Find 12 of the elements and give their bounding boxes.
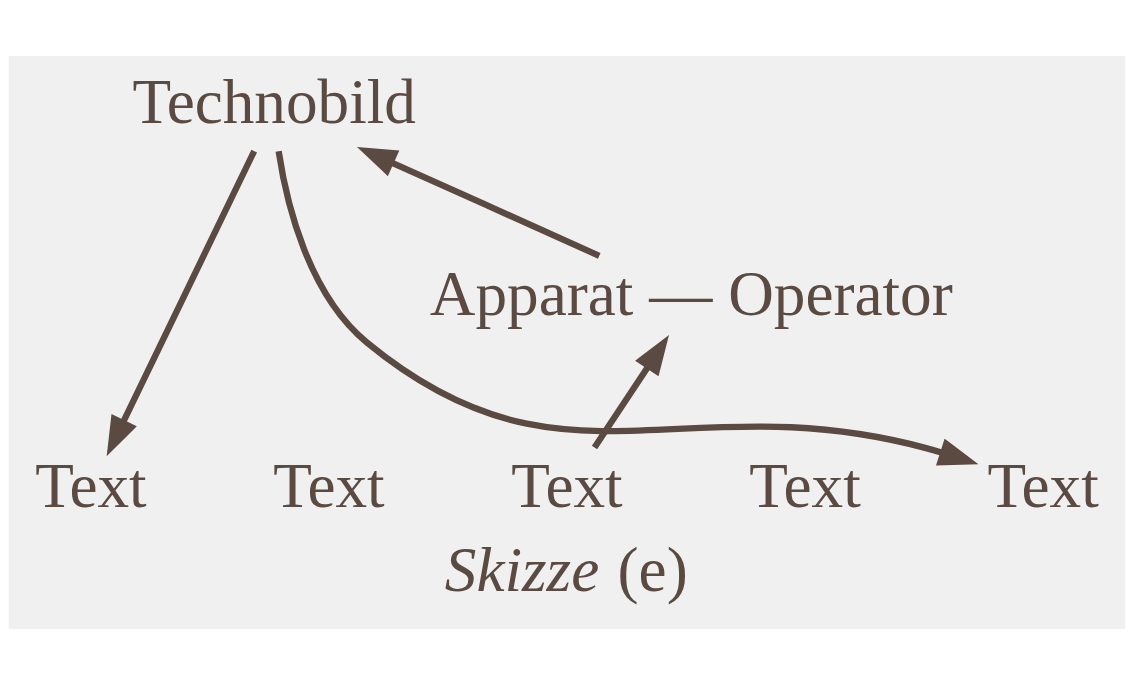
node-text: Apparat — Operator xyxy=(429,258,953,329)
node-text: Technobild xyxy=(132,66,416,137)
node-text: Text xyxy=(273,450,385,521)
arrow xyxy=(357,146,601,259)
arrow xyxy=(275,150,979,465)
node-text: Text xyxy=(749,450,861,521)
node-text: Text xyxy=(35,450,147,521)
arrow xyxy=(591,334,669,449)
node-text: Text xyxy=(987,450,1099,521)
caption: Skizze (e) xyxy=(444,534,688,605)
node-text: Text xyxy=(511,450,623,521)
arrow xyxy=(106,149,258,456)
